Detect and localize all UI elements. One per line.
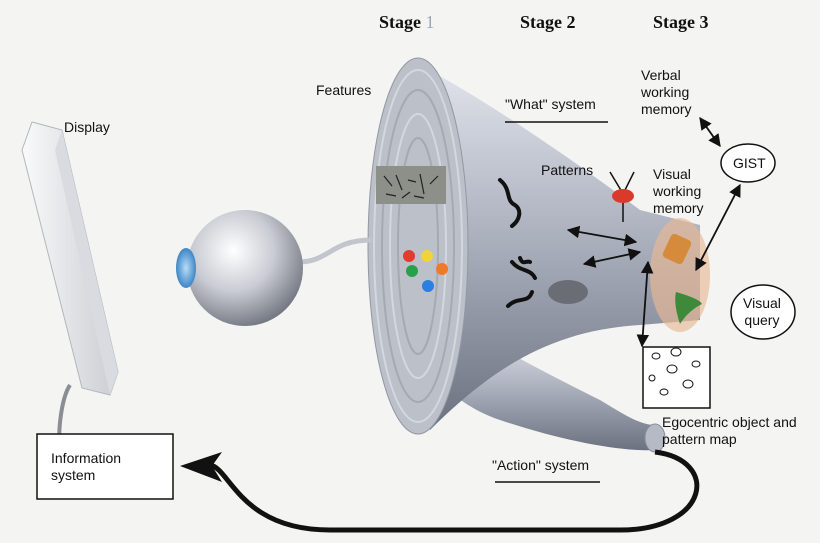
patterns-label: Patterns <box>541 162 594 178</box>
eye <box>176 210 303 326</box>
verbal-working-memory-label: Verbal working memory <box>641 67 692 117</box>
display-label: Display <box>64 119 110 135</box>
gist-label: GIST <box>733 155 766 171</box>
feature-dot-yellow <box>421 250 433 262</box>
egocentric-map-box <box>642 346 711 409</box>
gist-ellipse <box>720 143 776 183</box>
gray-blob <box>548 280 588 304</box>
visual-query-ellipse <box>730 284 796 340</box>
visual-working-memory-label: Visual working memory <box>653 166 704 216</box>
what-system-funnel <box>410 60 700 430</box>
action-loop-arrow <box>209 449 700 533</box>
feature-dot-red <box>403 250 415 262</box>
optic-nerve <box>297 237 373 265</box>
connection-arrows <box>566 116 741 348</box>
feature-disc <box>367 57 469 435</box>
stage-3-header: Stage 3 <box>653 12 709 32</box>
display-monitor <box>21 121 119 442</box>
pattern-squiggles <box>498 178 537 308</box>
stage-1-header: Stage 1 <box>379 12 435 32</box>
what-system-label: "What" system <box>505 96 596 112</box>
feature-dot-blue <box>422 280 434 292</box>
feature-dot-green <box>406 265 418 277</box>
action-system-label: "Action" system <box>492 457 590 473</box>
features-label: Features <box>316 82 372 98</box>
egocentric-map-label: Egocentric object and pattern map <box>662 414 797 447</box>
patterns-node-icon <box>609 171 635 222</box>
information-system-box <box>36 433 174 500</box>
visual-query-label: Visual query <box>743 295 781 328</box>
information-system-label: Information system <box>51 450 122 483</box>
stage-2-header: Stage 2 <box>520 12 576 32</box>
feature-dot-orange <box>436 263 448 275</box>
visual-working-memory-blob <box>650 218 710 332</box>
